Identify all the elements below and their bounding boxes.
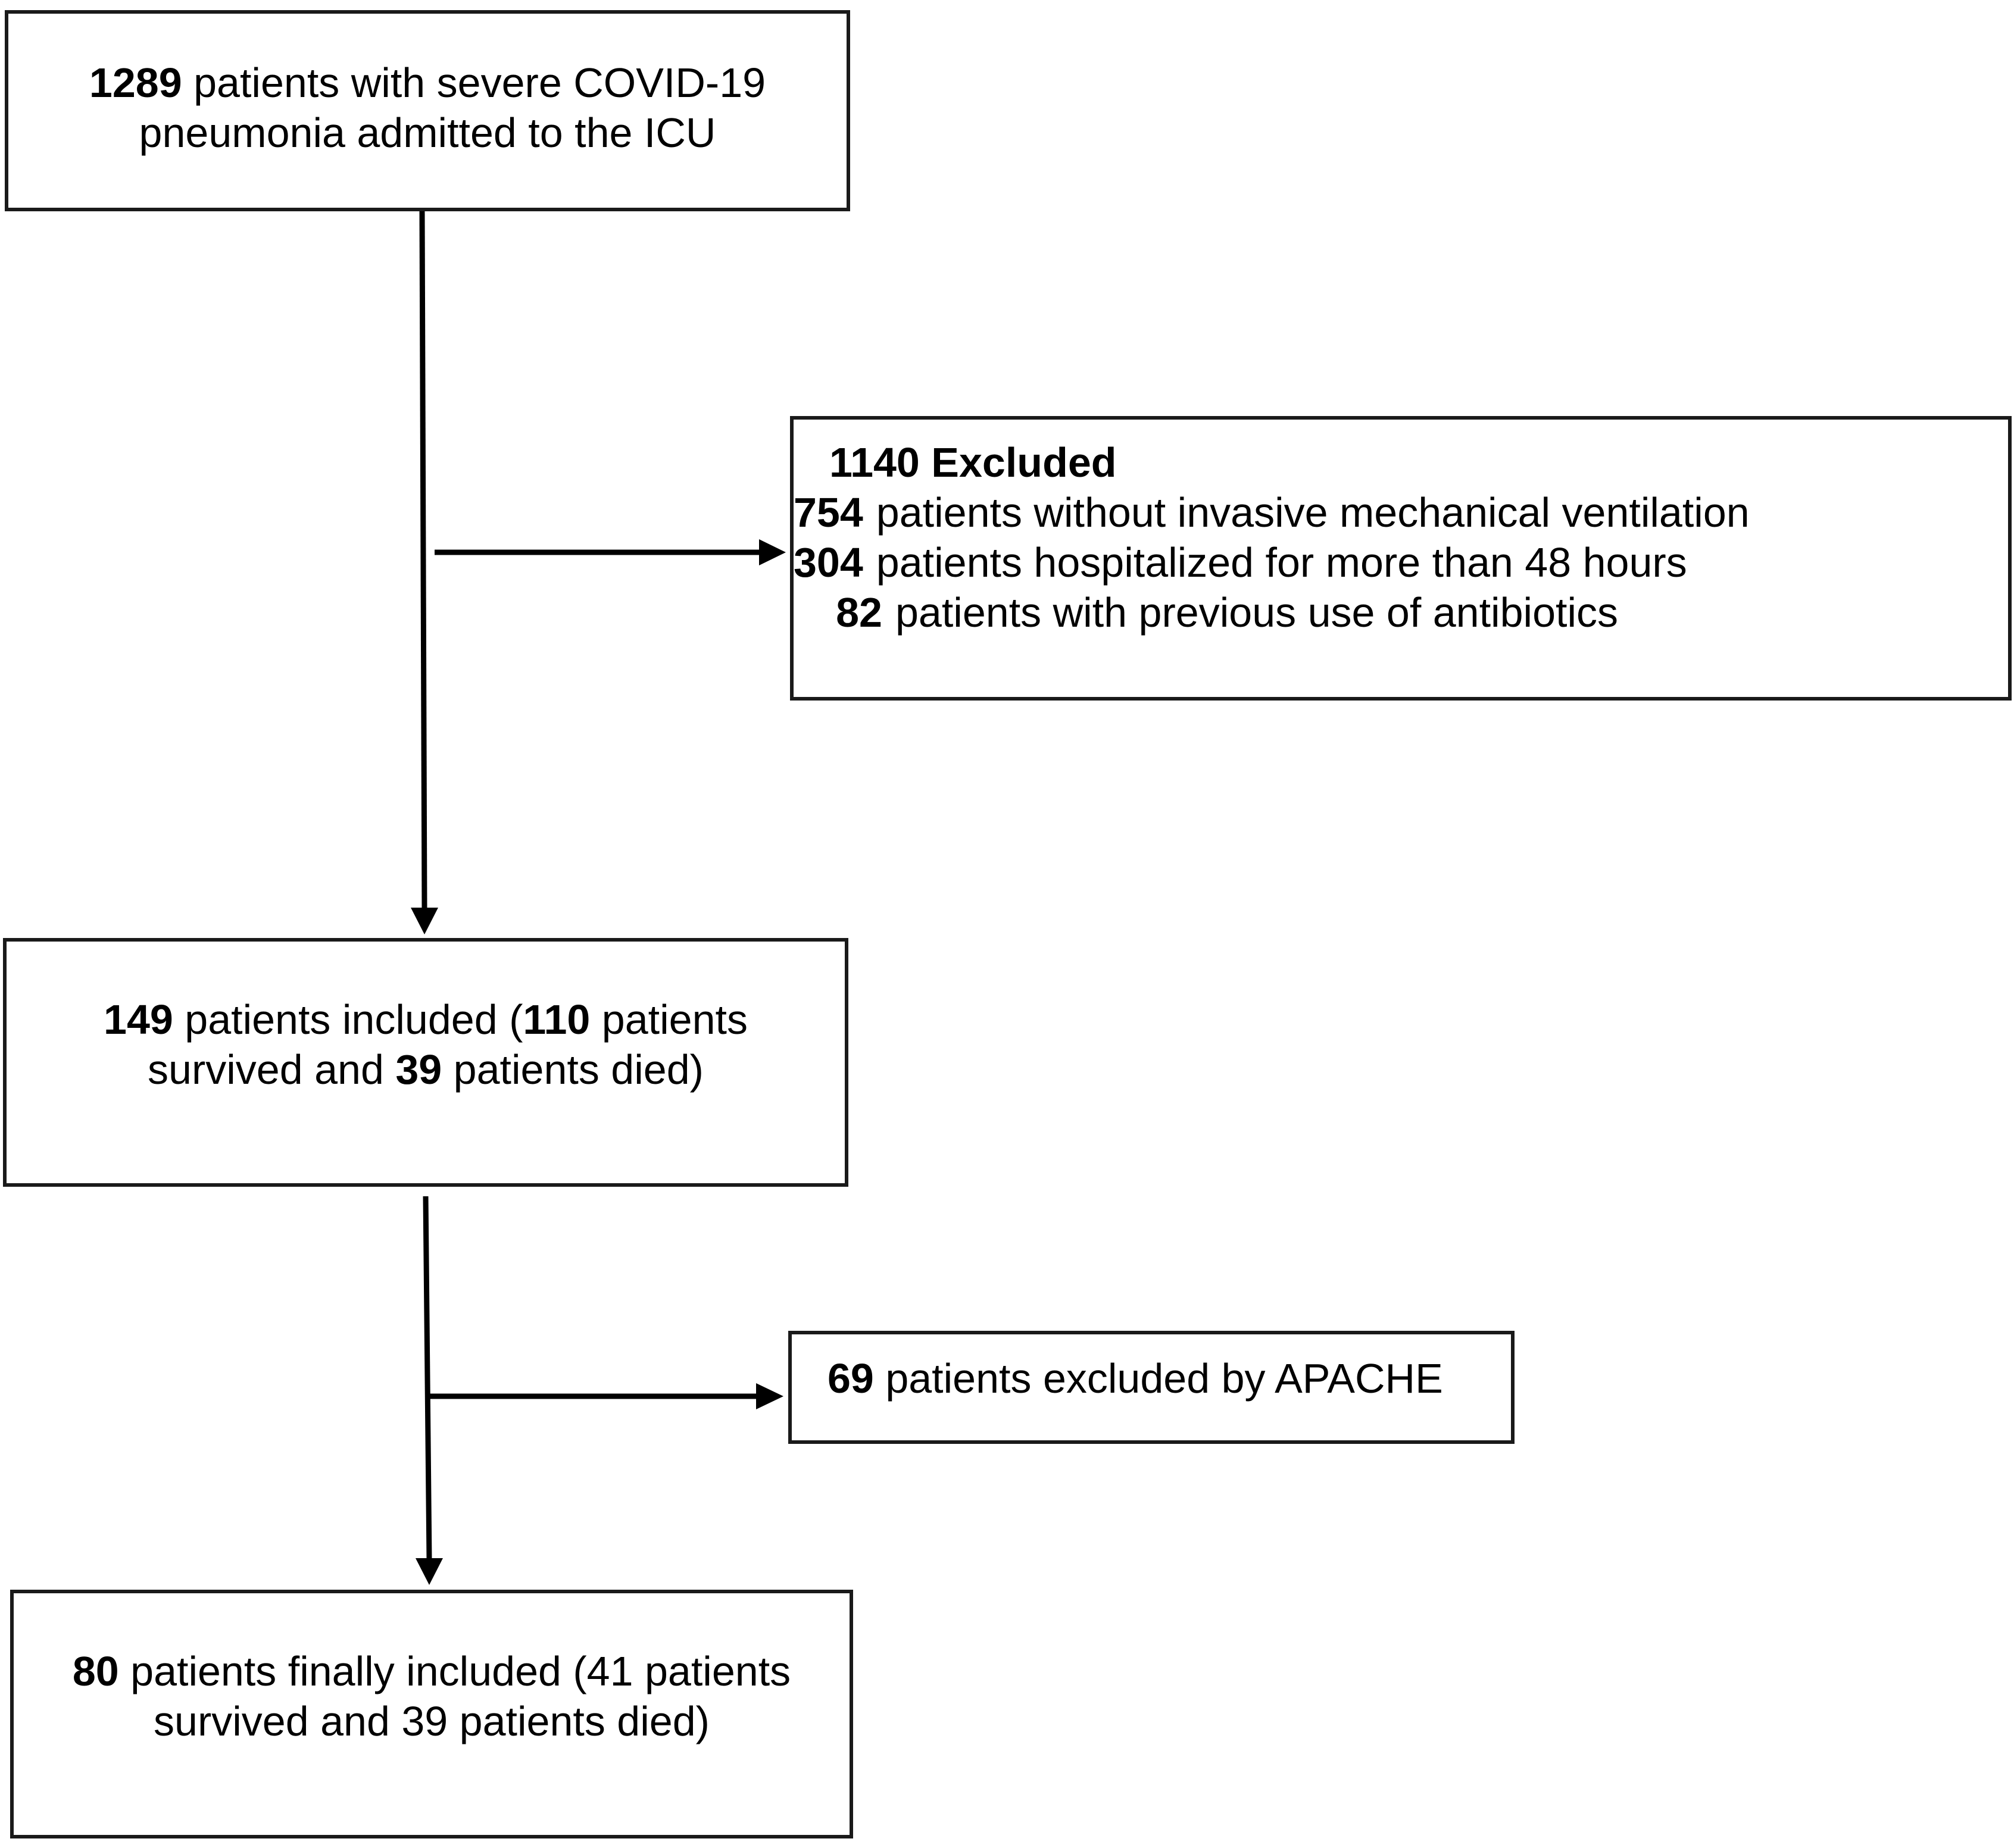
final-cohort-line-1: 80 patients finally included (41 patient… bbox=[73, 1646, 791, 1696]
flow-box-exclusion-criteria: 1140 Excluded 754 patients without invasi… bbox=[790, 416, 2012, 701]
exclusion-item-text: patients with previous use of antibiotic… bbox=[895, 589, 1618, 636]
arrowhead-down-icon bbox=[411, 908, 438, 934]
initial-cohort-text: 1289 patients with severe COVID-19 pneum… bbox=[89, 58, 766, 164]
arrowhead-down-icon bbox=[416, 1558, 443, 1585]
included-desc-c: survived and bbox=[148, 1046, 396, 1093]
exclusion-item-text: patients without invasive mechanical ven… bbox=[876, 489, 1750, 536]
included-survived-count: 110 bbox=[523, 996, 591, 1043]
included-line-1: 149 patients included (110 patients bbox=[104, 995, 748, 1045]
exclusion-item: 754 patients without invasive mechanical … bbox=[794, 487, 1750, 537]
included-desc-a: patients included ( bbox=[173, 996, 523, 1043]
flow-box-final-cohort: 80 patients finally included (41 patient… bbox=[10, 1590, 853, 1838]
exclusion-item-count: 754 bbox=[794, 489, 863, 536]
flow-box-included-patients: 149 patients included (110 patients surv… bbox=[3, 938, 848, 1187]
apache-excluded-desc: patients excluded by APACHE bbox=[873, 1355, 1443, 1402]
final-cohort-desc-a: patients finally included (41 patients bbox=[118, 1648, 791, 1694]
connector-included-to-final bbox=[423, 1196, 432, 1561]
exclusion-item: 304 patients hospitalized for more than 4… bbox=[794, 537, 1687, 587]
included-total: 149 bbox=[104, 996, 173, 1043]
final-cohort-count: 80 bbox=[72, 1648, 119, 1694]
included-desc-d: patients died) bbox=[442, 1046, 704, 1093]
arrowhead-right-icon bbox=[759, 539, 786, 565]
initial-cohort-count: 1289 bbox=[89, 60, 182, 106]
included-line-2: survived and 39 patients died) bbox=[104, 1045, 748, 1095]
included-desc-b: patients bbox=[590, 996, 748, 1043]
initial-cohort-line-1: 1289 patients with severe COVID-19 bbox=[89, 58, 766, 108]
final-cohort-text: 80 patients finally included (41 patient… bbox=[73, 1646, 791, 1782]
flow-box-apache-exclusion: 69 patients excluded by APACHE bbox=[788, 1331, 1515, 1444]
apache-excluded-count: 69 bbox=[828, 1355, 874, 1402]
included-text: 149 patients included (110 patients surv… bbox=[104, 995, 748, 1130]
exclusion-header: 1140 Excluded bbox=[829, 439, 1117, 486]
initial-cohort-desc: patients with severe COVID-19 bbox=[182, 60, 766, 106]
flow-box-initial-cohort: 1289 patients with severe COVID-19 pneum… bbox=[5, 10, 850, 211]
included-died-count: 39 bbox=[395, 1046, 442, 1093]
apache-exclusion-text: 69 patients excluded by APACHE bbox=[828, 1353, 1443, 1403]
arrowhead-right-icon bbox=[756, 1383, 783, 1409]
exclusion-item: 82 patients with previous use of antibiot… bbox=[794, 587, 1618, 637]
initial-cohort-line-2: pneumonia admitted to the ICU bbox=[139, 110, 716, 156]
exclusion-item-count: 304 bbox=[794, 539, 863, 586]
connector-start-to-included bbox=[419, 211, 427, 911]
exclusion-item-count: 82 bbox=[836, 589, 882, 636]
final-cohort-line-2: survived and 39 patients died) bbox=[154, 1698, 710, 1744]
exclusion-item-text: patients hospitalized for more than 48 h… bbox=[876, 539, 1687, 586]
exclusion-list: 754 patients without invasive mechanical … bbox=[794, 487, 1750, 637]
